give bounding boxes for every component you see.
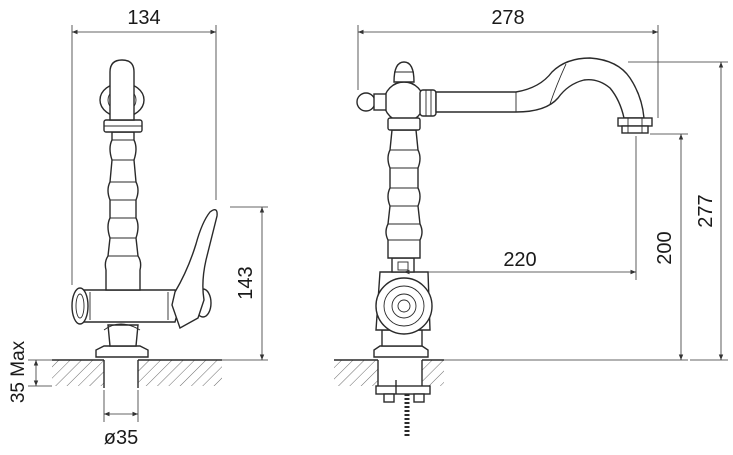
side-hub [383,81,425,123]
front-column [104,131,142,291]
dim-front-width: 134 [127,7,160,29]
dim-front-height: 143 [235,266,257,299]
side-aerator [617,117,653,127]
dim-counter-thickness: 35 Max [8,340,29,403]
dim-spout-height: 200 [654,231,676,264]
side-column [385,129,423,259]
side-spout [435,57,645,119]
front-counter-hole [104,358,138,388]
side-view: 278 220 200 277 [334,7,728,436]
front-view: 134 143 35 Max ø35 [8,7,268,449]
front-body [79,289,179,323]
dim-total-height: 277 [695,194,717,227]
dim-side-width: 278 [491,7,524,29]
dim-hole-diameter: ø35 [104,427,138,449]
front-handle [171,209,218,330]
dim-spout-reach: 220 [503,249,536,271]
